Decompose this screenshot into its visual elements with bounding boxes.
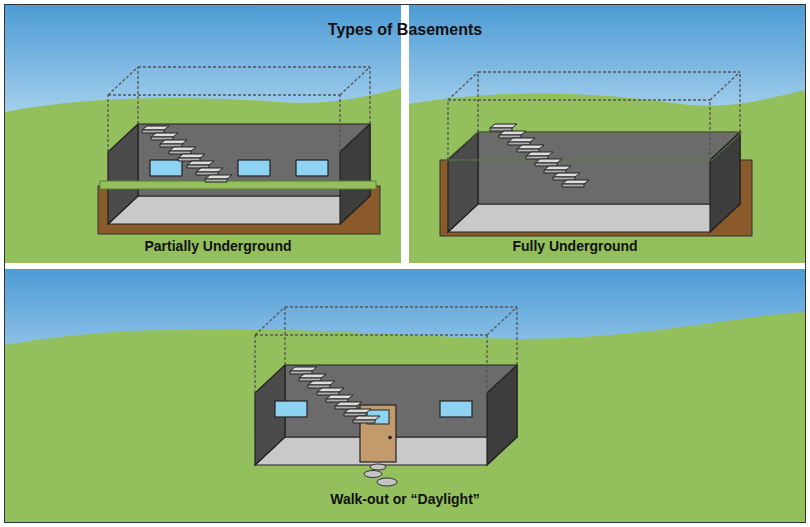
stair-step xyxy=(178,154,205,158)
frame xyxy=(5,5,806,523)
stair-step xyxy=(544,166,571,170)
side-wall xyxy=(340,124,370,224)
house-outline xyxy=(710,72,740,100)
window xyxy=(238,160,270,176)
divider xyxy=(401,5,409,263)
side-wall xyxy=(487,365,517,465)
house-outline xyxy=(255,307,285,335)
sky xyxy=(409,5,805,263)
stair-step xyxy=(196,168,223,172)
hill xyxy=(5,88,401,263)
stair-step xyxy=(526,152,553,156)
stair-step xyxy=(205,179,227,182)
hill xyxy=(409,90,805,263)
house-outline xyxy=(516,307,517,365)
house-outline xyxy=(448,72,478,100)
back-wall xyxy=(478,132,740,204)
sky xyxy=(5,269,805,522)
house-outline xyxy=(478,71,740,72)
stair-step xyxy=(517,145,544,149)
stair-step xyxy=(308,381,335,385)
panel-caption: Partially Underground xyxy=(144,238,291,254)
stair-step xyxy=(326,395,353,399)
sky xyxy=(5,5,401,263)
house-outline xyxy=(254,335,255,393)
house-outline xyxy=(447,100,448,160)
house-outline xyxy=(108,67,138,95)
door-knob xyxy=(388,436,392,440)
stair-step xyxy=(151,133,178,137)
house-outline xyxy=(255,334,487,335)
ground-slice xyxy=(100,181,376,189)
stair-step xyxy=(205,175,232,179)
house-outline xyxy=(739,72,740,132)
side-wall xyxy=(108,124,138,224)
stair-step xyxy=(353,420,375,423)
basement-floor xyxy=(448,204,740,232)
stair-step xyxy=(353,416,380,420)
window xyxy=(275,401,307,417)
panel-caption: Fully Underground xyxy=(512,238,637,254)
hill xyxy=(5,312,805,522)
ground-opening xyxy=(446,132,742,160)
stair-step xyxy=(562,184,584,187)
house-outline xyxy=(477,72,478,132)
house-outline xyxy=(108,94,340,95)
stepping-stone xyxy=(370,464,386,470)
window xyxy=(150,160,182,176)
side-wall xyxy=(448,132,478,232)
stair-step xyxy=(335,402,362,406)
house-outline xyxy=(107,95,108,152)
stepping-stone xyxy=(364,471,382,478)
stair-step xyxy=(160,140,187,144)
window xyxy=(296,160,328,176)
house-outline xyxy=(487,307,517,335)
house-outline xyxy=(285,306,517,307)
diagram-title: Types of Basements xyxy=(328,21,482,39)
stair-step xyxy=(299,374,326,378)
house-outline xyxy=(339,95,340,152)
side-wall xyxy=(710,132,740,232)
basement-floor xyxy=(108,196,370,224)
house-outline xyxy=(486,335,487,393)
stair-step xyxy=(535,159,562,163)
stair-step xyxy=(508,138,535,142)
stair-step xyxy=(142,126,169,130)
stair-step xyxy=(490,124,517,128)
stepping-stone xyxy=(377,478,397,486)
stair-step xyxy=(187,161,214,165)
stair-step xyxy=(562,180,589,184)
house-outline xyxy=(709,100,710,160)
house-outline xyxy=(448,99,710,100)
house-outline xyxy=(369,67,370,124)
house-outline xyxy=(284,307,285,365)
house-outline xyxy=(340,67,370,95)
divider xyxy=(5,263,805,269)
stair-step xyxy=(290,367,317,371)
stair-step xyxy=(317,388,344,392)
stair-step xyxy=(499,131,526,135)
stair-step xyxy=(553,173,580,177)
back-wall xyxy=(285,365,517,437)
stair-step xyxy=(169,147,196,151)
window xyxy=(440,401,472,417)
stair-step xyxy=(344,409,371,413)
panel-caption: Walk-out or “Daylight” xyxy=(330,491,480,507)
house-outline xyxy=(138,66,370,67)
